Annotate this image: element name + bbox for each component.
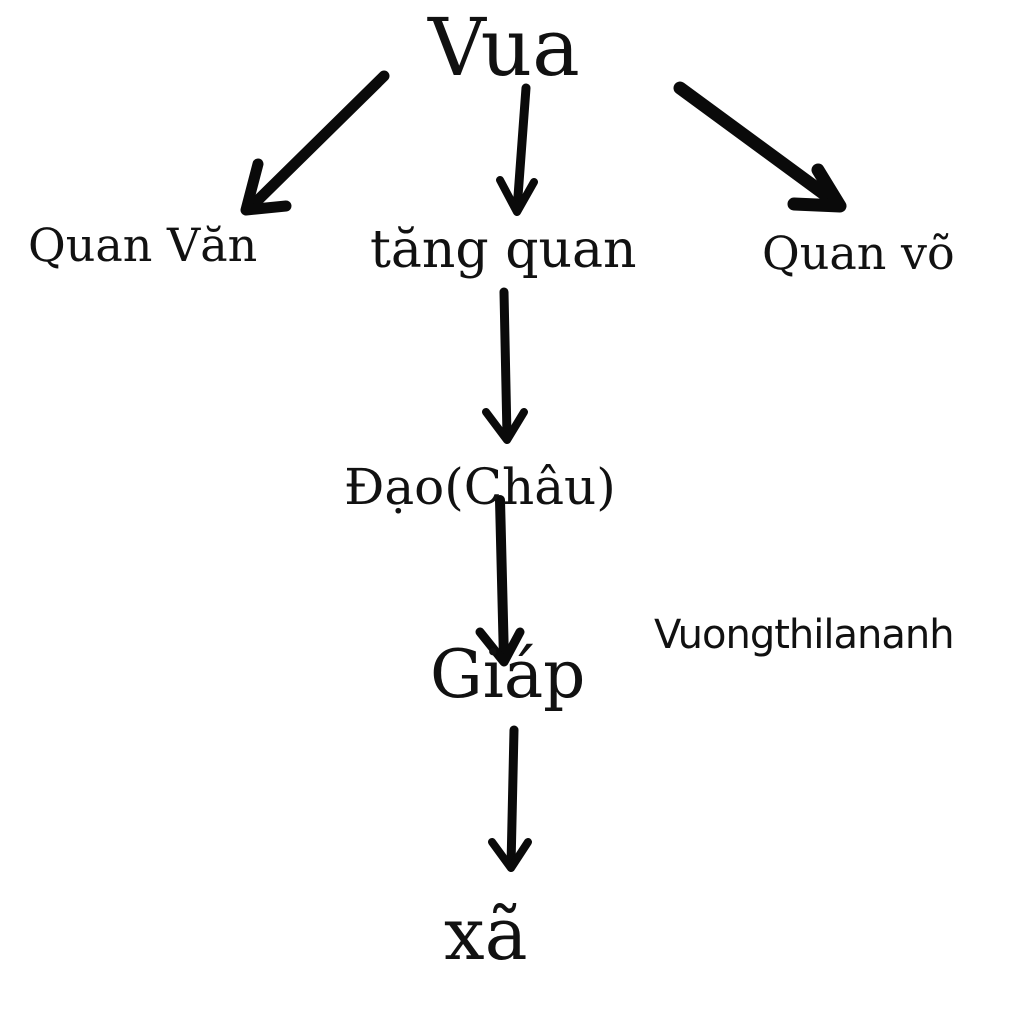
arrow-giap-to-xa: [488, 725, 532, 872]
arrow-vua-to-tang-quan: [496, 83, 538, 216]
arrow-dao-to-giap: [475, 495, 525, 667]
node-xa: xã: [444, 892, 528, 976]
arrow-tang-quan-to-dao: [482, 287, 528, 444]
node-giap: Giáp: [430, 636, 586, 713]
node-dao-chau: Đạo(Châu): [344, 458, 616, 516]
node-quan-van: Quan Văn: [28, 218, 258, 272]
author-watermark: Vuongthilananh: [654, 612, 955, 658]
arrow-vua-to-quan-van: [240, 70, 390, 216]
node-vua: Vua: [428, 1, 580, 94]
node-tang-quan: tăng quan: [370, 220, 637, 280]
arrow-vua-to-quan-vo: [673, 81, 847, 213]
node-quan-vo: Quan võ: [762, 226, 955, 280]
